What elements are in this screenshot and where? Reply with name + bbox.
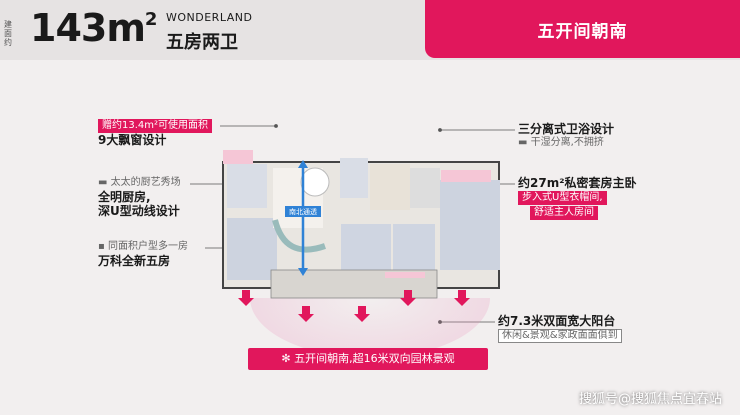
- balcony-note: 休闲&景观&家政面面俱到: [498, 329, 622, 343]
- watermark: 搜狐号@搜狐焦点宜春站: [578, 392, 722, 407]
- usable-area-tag: 赠约13.4m²可使用面积: [98, 119, 213, 133]
- area-value: 143m2: [30, 6, 157, 50]
- kitchen-note: ▬ 太太的厨艺秀场: [98, 177, 181, 188]
- floor-plan: 南北通透: [222, 150, 500, 299]
- master-tag1: 步入式U型衣帽间,: [518, 191, 607, 205]
- balcony-title: 约7.3米双面宽大阳台: [498, 314, 616, 328]
- master-tag2: 舒适主人房间: [530, 206, 598, 220]
- callout-bath: 三分离式卫浴设计 ▬ 干湿分离,不拥挤: [518, 122, 614, 150]
- corridor-label: 南北通透: [289, 207, 317, 216]
- footer-bar: ✻ 五开间朝南,超16米双向园林景观: [248, 348, 488, 370]
- kitchen-line2: 深U型动线设计: [98, 204, 180, 218]
- bath-title: 三分离式卫浴设计: [518, 122, 615, 136]
- master-title: 约27m²私密套房主卧: [518, 176, 637, 190]
- callout-balcony: 约7.3米双面宽大阳台 休闲&景观&家政面面俱到: [498, 314, 622, 343]
- orientation-banner: 五开间朝南: [425, 0, 740, 58]
- area-prefix: 建面约: [4, 20, 12, 47]
- kitchen-line1: 全明厨房,: [98, 190, 151, 204]
- usable-area-line: 9大飘窗设计: [98, 133, 167, 147]
- banner-title: 五开间朝南: [537, 22, 628, 42]
- callout-kitchen: ▬ 太太的厨艺秀场 全明厨房, 深U型动线设计: [98, 176, 181, 218]
- brand-name: WONDERLAND: [166, 11, 253, 24]
- footer-text: 五开间朝南,超16米双向园林景观: [294, 352, 455, 365]
- room-type: 五房两卫: [166, 32, 238, 53]
- callout-usable-area: 赠约13.4m²可使用面积 9大飘窗设计: [98, 118, 213, 148]
- rooms-line: 万科全新五房: [98, 254, 171, 268]
- rooms-note: ▪ 同面积户型多一房: [98, 241, 188, 252]
- callout-master: 约27m²私密套房主卧 步入式U型衣帽间, 舒适主人房间: [518, 176, 636, 220]
- callout-rooms: ▪ 同面积户型多一房 万科全新五房: [98, 240, 188, 269]
- bath-note: ▬ 干湿分离,不拥挤: [518, 137, 604, 148]
